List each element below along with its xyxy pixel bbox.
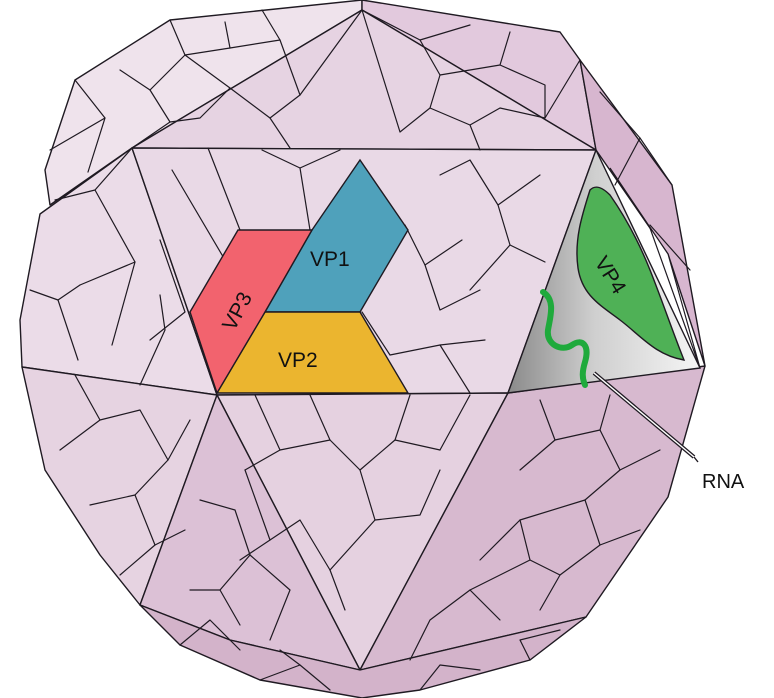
vp4-protein bbox=[576, 186, 686, 361]
rna-label: RNA bbox=[702, 471, 745, 493]
capsid-tile-lines bbox=[29, 9, 691, 691]
vp2-label: VP2 bbox=[278, 349, 318, 372]
vp1-label: VP1 bbox=[310, 248, 350, 271]
protomer bbox=[189, 158, 410, 395]
rna-strand bbox=[540, 289, 590, 388]
vp3-protein bbox=[189, 229, 314, 395]
capsid-face-bottom bbox=[139, 604, 587, 698]
capsid-face-lower-left bbox=[21, 366, 218, 606]
cutaway-window bbox=[506, 148, 702, 394]
